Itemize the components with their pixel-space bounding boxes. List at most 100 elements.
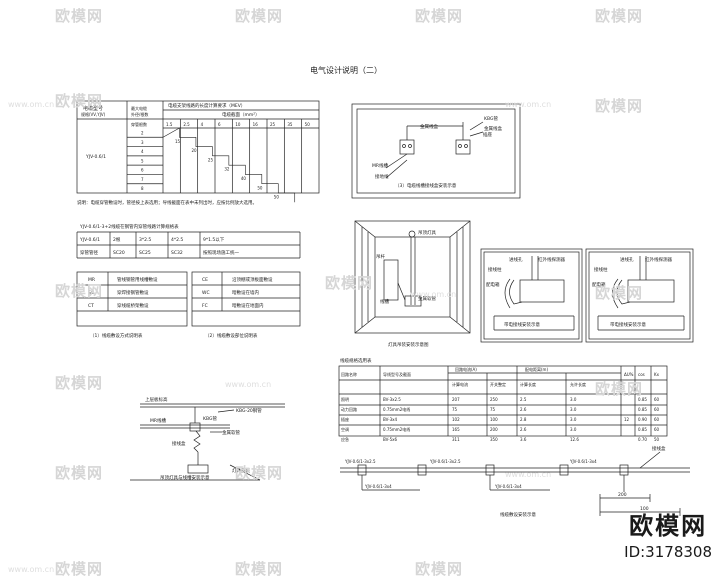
table-c-cell: 60	[654, 397, 660, 402]
table-c-cell: 250	[490, 397, 498, 402]
pipe-caption: 线缆敷设安装示意	[500, 511, 536, 518]
table-c-cell: 50	[654, 437, 660, 442]
legend-right-desc: 暗敷设在地面内	[232, 302, 264, 309]
tray-left-label-3: 接线柱	[488, 266, 502, 273]
table-c-header: 回路名称	[341, 371, 357, 377]
room-caption: 灯具吊装安装示意图	[388, 341, 429, 348]
detail-pipe-run	[340, 451, 690, 516]
ceiling-label-6: 接线盒	[172, 440, 186, 447]
table-c-cell: 2.5	[520, 397, 527, 402]
table-a-head-col1: 电缆型号	[83, 105, 103, 112]
table-a-col-header: 25	[270, 122, 276, 127]
tray-right-caption: 带电接线安装示意	[610, 321, 646, 328]
table-a	[76, 100, 320, 203]
table-c-cell: 0.70	[638, 437, 647, 442]
tray-right-label-3: 接线柱	[594, 266, 608, 273]
table-b-cell: 2根	[113, 236, 121, 243]
watermark-url: www.om.cn	[505, 100, 552, 109]
watermark-url: www.om.cn	[505, 470, 552, 479]
table-c-cell: 3.0	[570, 417, 577, 422]
table-a-note: 说明：电缆穿管敷设时，管径按上表选用；导线截面在表中未列出时，应按比例放大选用。	[77, 199, 257, 206]
pipe-label-3: YJV-0.6/1-3x4	[364, 484, 392, 489]
watermark-url: www.om.cn	[225, 380, 272, 389]
table-a-head-top: 电缆支架线路的长度计算要求（MEV）	[168, 102, 245, 109]
socket-label-2: 金属线盒	[484, 125, 502, 132]
pipe-label-2: YJV-0.6/1-3x2.5	[429, 459, 461, 464]
legend-left-frame	[76, 271, 188, 327]
table-a-cell: 32	[224, 167, 230, 172]
table-a-col-header: 35	[287, 122, 293, 127]
table-c-cell: 60	[654, 427, 660, 432]
watermark-brand: 欧模网	[595, 7, 644, 25]
table-c-cell: 动力回路	[341, 406, 357, 412]
watermark-brand: 欧模网	[595, 97, 644, 115]
ceiling-label-3: KBG管	[203, 415, 217, 422]
table-b-cell: SC25	[139, 250, 151, 256]
pipe-label-1: YJV-0.6/1-3x2.5	[344, 459, 376, 464]
tray-left-label-1: 进线孔	[509, 256, 523, 263]
table-c-cell: 0.75mm2电线	[383, 406, 410, 412]
brand-mark: 欧模网 ID:3178308	[624, 506, 712, 561]
pipe-dim-1: 200	[618, 492, 627, 498]
ceiling-caption: 吊顶灯具与线槽安装示意	[160, 474, 210, 481]
table-a-row-count: 8	[141, 186, 144, 191]
detail-tray-right	[585, 248, 694, 343]
watermark-brand: 欧模网	[55, 560, 104, 578]
socket-label-1: KBG管	[484, 115, 498, 122]
table-b-cell: 9*1.5以下	[203, 237, 225, 243]
tray-right-label-1: 进线孔	[620, 256, 634, 263]
table-c-header: 导线型号及截面	[383, 371, 411, 377]
brand-name: 欧模网	[629, 512, 708, 540]
pipe-dim-2: 100	[640, 506, 649, 512]
table-c-cell: 200	[490, 427, 498, 432]
ceiling-label-1: 上层板标高	[145, 396, 168, 403]
watermark-brand: 欧模网	[55, 464, 104, 482]
table-c-header: 回路电流(A)	[455, 366, 477, 372]
watermark-brand: 欧模网	[55, 92, 104, 110]
room-label-3: 线槽	[380, 298, 389, 305]
table-a-head-sub: 电缆截面（mm²）	[222, 111, 260, 118]
watermark-brand: 欧模网	[55, 7, 104, 25]
legend-right-code: FC	[202, 303, 208, 309]
table-a-head-misc: 穿管根数	[131, 121, 147, 127]
table-c-cell: 照明	[341, 397, 349, 402]
table-c-cell: 3.0	[570, 407, 577, 412]
socket-label-5: 金属线盒	[420, 123, 438, 130]
ceiling-label-5: 金属软管	[222, 429, 240, 436]
room-label-4: 金属软管	[418, 295, 436, 302]
table-a-col-header: 16	[253, 122, 259, 127]
table-b	[76, 231, 301, 259]
table-c-cell: 350	[490, 437, 498, 442]
room-label-2: 吊杆	[376, 253, 385, 260]
legend-left-code: SC	[88, 290, 94, 296]
table-c-subheader: 计算长度	[520, 381, 536, 387]
watermark-url: www.om.cn	[8, 565, 55, 574]
legend-right-code: CE	[202, 277, 208, 283]
table-a-cell: 15	[175, 139, 181, 144]
table-c-cell: 0.85	[638, 397, 647, 402]
table-a-row-count: 3	[141, 140, 144, 145]
legend-left-caption: （1）线缆敷设方式说明表	[90, 332, 143, 339]
table-c-cell: BV-3x4	[383, 417, 397, 422]
table-c-cell: 空调	[341, 426, 349, 432]
table-b-cell: 穿管管径	[80, 249, 98, 256]
brand-id: ID:3178308	[624, 543, 712, 561]
table-a-cell: 50	[274, 195, 280, 200]
table-a-head-col2: 最大电缆	[131, 105, 147, 111]
watermark-brand: 欧模网	[235, 560, 284, 578]
table-a-col-header: 10	[235, 122, 241, 127]
table-c-cell: 102	[452, 417, 460, 422]
socket-label-6: 接地线	[375, 173, 389, 180]
legend-left-desc: 穿焊接钢管敷设	[117, 289, 149, 296]
table-a-col-header: 1.5	[166, 122, 173, 127]
tray-right-label-2: 红外线探测器	[645, 256, 672, 263]
table-c-cell: 0.85	[638, 407, 647, 412]
watermark-brand: 欧模网	[235, 7, 284, 25]
detail-room	[354, 220, 471, 334]
table-a-cell: 20	[191, 148, 197, 153]
table-a-row-count: 2	[141, 131, 144, 136]
watermark-url: www.om.cn	[410, 290, 457, 299]
legend-right-desc: 暗敷设在墙内	[232, 289, 259, 296]
table-c-cell: 60	[654, 407, 660, 412]
